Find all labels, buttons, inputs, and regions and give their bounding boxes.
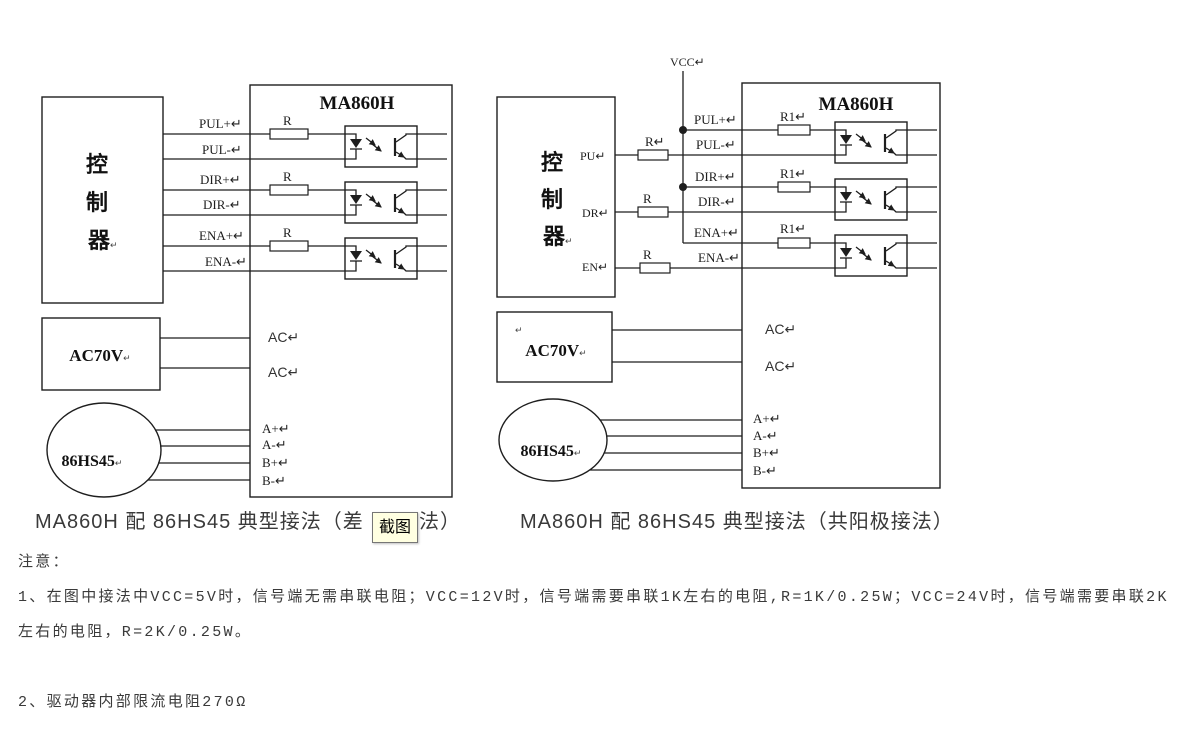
controller-char-text: 器 bbox=[542, 224, 566, 249]
resistor-dir bbox=[269, 184, 309, 196]
motor-label-text: 86HS45 bbox=[62, 453, 115, 470]
series-resistor-label: R bbox=[643, 247, 652, 262]
motor-pin-label: B+↵ bbox=[753, 445, 780, 460]
screenshot-tooltip: 截图 bbox=[372, 512, 418, 543]
diagram-common-anode: 控 制 器↵ PU↵ DR↵ EN↵ VCC↵ MA860H PUL+↵ PUL… bbox=[496, 55, 941, 489]
controller-port-pu: PU↵ bbox=[580, 149, 605, 163]
resistor-label: R1↵ bbox=[780, 109, 806, 124]
paragraph-mark: ↵ bbox=[115, 458, 123, 468]
caption-differential-part1: MA860H 配 86HS45 典型接法（差 bbox=[35, 511, 364, 533]
series-resistor-dr bbox=[637, 206, 669, 218]
motor-pin-label: B+↵ bbox=[262, 455, 289, 470]
motor-pin-label: A-↵ bbox=[262, 437, 287, 452]
series-resistor-en bbox=[639, 262, 671, 274]
controller-char: 器↵ bbox=[87, 228, 118, 253]
power-pin-label: AC↵ bbox=[765, 321, 796, 337]
power-supply-text: AC70V bbox=[69, 346, 124, 365]
signal-label-pul-minus: PUL-↵ bbox=[202, 142, 242, 157]
signal-label-pul-plus: PUL+↵ bbox=[199, 116, 242, 131]
paragraph-mark: ↵ bbox=[565, 236, 573, 246]
motor-pin-label: B-↵ bbox=[753, 463, 777, 478]
controller-char: 控 bbox=[541, 150, 563, 175]
signal-label-dir-plus: DIR+↵ bbox=[200, 172, 241, 187]
controller-char: 器↵ bbox=[542, 224, 573, 249]
signal-label-pul-minus: PUL-↵ bbox=[696, 137, 736, 152]
controller-box bbox=[496, 96, 616, 298]
optocoupler-ena bbox=[345, 238, 447, 279]
resistor-label: R1↵ bbox=[780, 221, 806, 236]
driver-box bbox=[741, 82, 941, 489]
controller-char: 制 bbox=[86, 190, 108, 215]
signal-label-ena-minus: ENA-↵ bbox=[205, 254, 247, 269]
resistor-label: R bbox=[283, 225, 292, 240]
motor-pin-label: A+↵ bbox=[753, 411, 781, 426]
power-pin-label: AC↵ bbox=[268, 329, 299, 345]
signal-label-dir-plus: DIR+↵ bbox=[695, 169, 736, 184]
resistor-pul bbox=[269, 128, 309, 140]
paragraph-mark: ↵ bbox=[579, 348, 587, 358]
controller-char-text: 器 bbox=[87, 228, 111, 253]
power-supply-box bbox=[41, 317, 161, 391]
signal-label-pul-plus: PUL+↵ bbox=[694, 112, 737, 127]
driver-box bbox=[249, 84, 453, 498]
motor-label: 86HS45↵ bbox=[521, 443, 582, 460]
resistor-ena bbox=[269, 240, 309, 252]
controller-char: 制 bbox=[541, 187, 563, 212]
driver-title: MA860H bbox=[819, 94, 894, 115]
motor-label-text: 86HS45 bbox=[521, 443, 574, 460]
controller-box bbox=[41, 96, 164, 304]
optocoupler-pul bbox=[835, 122, 937, 163]
signal-label-dir-minus: DIR-↵ bbox=[203, 197, 241, 212]
paragraph-mark: ↵ bbox=[123, 353, 131, 363]
power-supply-label: AC70V↵ bbox=[69, 346, 130, 365]
resistor-r1-pul bbox=[777, 124, 811, 136]
notes-heading: 注意： bbox=[18, 554, 70, 571]
motor-pin-label: A-↵ bbox=[753, 428, 778, 443]
motor-circle bbox=[498, 398, 608, 482]
paragraph-mark: ↵ bbox=[110, 240, 118, 250]
power-supply-text: AC70V bbox=[525, 341, 580, 360]
signal-label-ena-minus: ENA-↵ bbox=[698, 250, 740, 265]
signal-label-ena-plus: ENA+↵ bbox=[694, 225, 739, 240]
controller-port-dr: DR↵ bbox=[582, 206, 609, 220]
power-supply-box bbox=[496, 311, 613, 383]
paragraph-mark: ↵ bbox=[574, 448, 582, 458]
series-resistor-label: R↵ bbox=[645, 134, 665, 149]
resistor-r1-dir bbox=[777, 181, 811, 193]
vcc-label: VCC↵ bbox=[670, 55, 705, 69]
controller-char: 控 bbox=[86, 152, 108, 177]
motor-circle bbox=[46, 402, 162, 498]
signal-label-ena-plus: ENA+↵ bbox=[199, 228, 244, 243]
stray-paragraph-mark: ↵ bbox=[515, 325, 523, 335]
series-resistor-pu bbox=[637, 149, 669, 161]
resistor-label: R bbox=[283, 169, 292, 184]
resistor-label: R bbox=[283, 113, 292, 128]
diagram-differential: 控 制 器↵ MA860H PUL+↵ PUL-↵ DIR+↵ DIR-↵ EN… bbox=[41, 84, 453, 498]
note-line: 1、在图中接法中VCC=5V时，信号端无需串联电阻；VCC=12V时，信号端需要… bbox=[18, 589, 1169, 606]
controller-port-en: EN↵ bbox=[582, 260, 608, 274]
signal-label-dir-minus: DIR-↵ bbox=[698, 194, 736, 209]
optocoupler-dir bbox=[835, 179, 937, 220]
resistor-label: R1↵ bbox=[780, 166, 806, 181]
resistor-r1-ena bbox=[777, 237, 811, 249]
series-resistor-label: R bbox=[643, 191, 652, 206]
note-line: 左右的电阻，R=2K/0.25W。 bbox=[18, 624, 253, 641]
optocoupler-ena bbox=[835, 235, 937, 276]
power-pin-label: AC↵ bbox=[765, 358, 796, 374]
motor-label: 86HS45↵ bbox=[62, 453, 123, 470]
note-line: 2、驱动器内部限流电阻270Ω bbox=[18, 694, 248, 711]
motor-pin-label: A+↵ bbox=[262, 421, 290, 436]
wiring-diagrams: 控 制 器↵ MA860H PUL+↵ PUL-↵ DIR+↵ DIR-↵ EN… bbox=[41, 55, 941, 498]
power-pin-label: AC↵ bbox=[268, 364, 299, 380]
motor-pin-label: B-↵ bbox=[262, 473, 286, 488]
optocoupler-dir bbox=[345, 182, 447, 223]
power-supply-label: AC70V↵ bbox=[525, 341, 586, 360]
caption-differential-part2: 法） bbox=[419, 511, 461, 533]
optocoupler-pul bbox=[345, 126, 447, 167]
driver-title: MA860H bbox=[320, 93, 395, 114]
caption-common-anode: MA860H 配 86HS45 典型接法（共阳极接法） bbox=[520, 511, 954, 533]
